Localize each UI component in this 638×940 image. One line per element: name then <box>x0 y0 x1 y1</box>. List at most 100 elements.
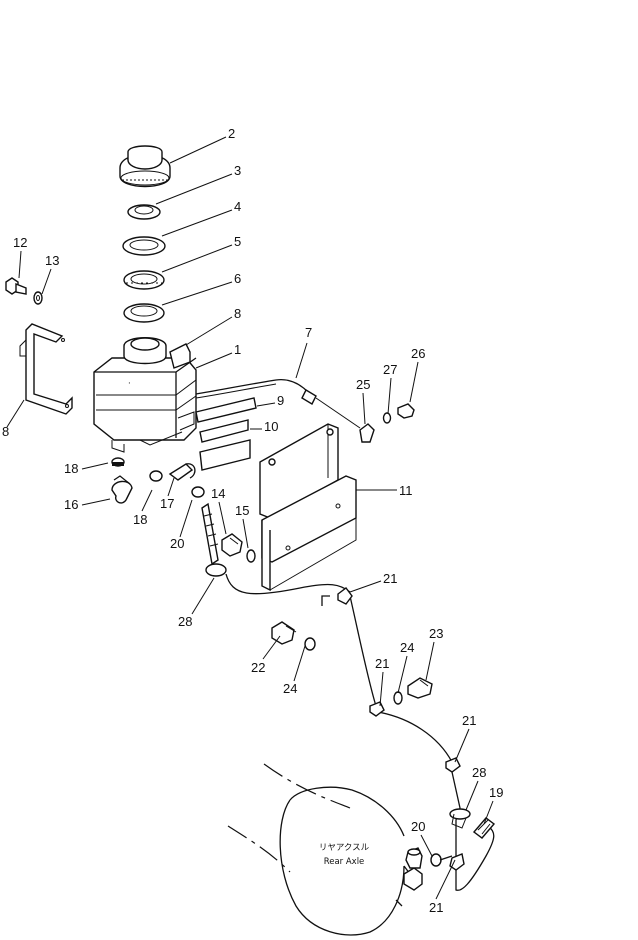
leader-line-c26 <box>409 361 419 403</box>
part-number-c13: 13 <box>45 253 59 268</box>
part-number-c25: 25 <box>356 377 370 392</box>
seal-ring-5 <box>123 270 165 290</box>
part-number-c19: 19 <box>489 785 503 800</box>
svg-text:·: · <box>128 379 131 389</box>
axle-label-jp: リヤアクスル <box>319 843 370 853</box>
leader-line-c24a <box>293 645 306 682</box>
part-number-c9: 9 <box>277 393 284 408</box>
part-number-c18b: 18 <box>133 512 147 527</box>
bolt-26 <box>397 403 415 419</box>
breather-hose <box>201 502 351 595</box>
leader-line-c3 <box>155 173 233 205</box>
leader-line-c28b <box>465 780 479 811</box>
mounting-plate-11 <box>259 423 357 592</box>
part-number-c26: 26 <box>411 346 425 361</box>
part-number-c21c: 21 <box>462 713 476 728</box>
part-number-c10: 10 <box>264 419 278 434</box>
part-number-c2: 2 <box>228 126 235 141</box>
leader-line-c18b <box>141 489 153 512</box>
strainer <box>127 204 161 220</box>
seal-ring-4 <box>122 236 166 256</box>
part-number-c16: 16 <box>64 497 78 512</box>
part-number-c3: 3 <box>234 163 241 178</box>
part-number-c20a: 20 <box>170 536 184 551</box>
leader-line-c7 <box>295 342 308 379</box>
leader-line-c17 <box>167 477 175 497</box>
clamp-18-upper <box>111 457 125 467</box>
bolt-22 <box>271 621 297 645</box>
clamp-18-lower <box>149 470 163 482</box>
leader-line-c28a <box>191 577 215 615</box>
leader-line-c19 <box>483 800 494 825</box>
leader-line-c6 <box>161 281 233 306</box>
part-number-c21b: 21 <box>375 656 389 671</box>
washer-15 <box>246 549 256 563</box>
part-number-c7: 7 <box>305 325 312 340</box>
part-number-c20b: 20 <box>411 819 425 834</box>
reservoir-tank: · <box>93 337 197 453</box>
callout-group: 2345681791011121381816181720141528212224… <box>2 126 503 915</box>
washer-24-a <box>304 637 316 651</box>
part-number-c28b: 28 <box>472 765 486 780</box>
part-number-c4: 4 <box>234 199 241 214</box>
part-number-c24b: 24 <box>400 640 414 655</box>
leader-line-c22 <box>262 635 281 660</box>
seal-ring-6 <box>123 303 165 323</box>
bracket-8 <box>19 323 73 415</box>
part-number-c12: 12 <box>13 235 27 250</box>
brake-line <box>321 595 495 891</box>
leader-line-c20b <box>420 834 433 857</box>
leader-line-c13 <box>41 268 52 295</box>
leader-line-c9 <box>256 402 276 407</box>
leader-line-c2 <box>169 136 227 164</box>
part-number-c28a: 28 <box>178 614 192 629</box>
part-number-c6: 6 <box>234 271 241 286</box>
leader-line-c5 <box>161 244 233 273</box>
axle-label-en: Rear Axle <box>324 857 365 867</box>
leader-line-c1 <box>195 352 233 369</box>
leader-line-c18a <box>81 462 109 470</box>
part-number-c1: 1 <box>234 342 241 357</box>
leader-line-c16 <box>81 498 111 506</box>
leader-line-c4 <box>161 209 233 237</box>
cable-7 <box>195 378 361 429</box>
part-number-c14: 14 <box>211 486 225 501</box>
clip-25 <box>359 423 375 443</box>
part-number-c17: 17 <box>160 496 174 511</box>
leader-line-c8b <box>6 399 25 428</box>
part-number-c5: 5 <box>234 234 241 249</box>
part-number-c8b: 8 <box>2 424 9 439</box>
clamp-20-lower <box>430 853 453 867</box>
hose-16 <box>111 475 133 504</box>
bleeder-valve <box>403 847 423 891</box>
part-number-c27: 27 <box>383 362 397 377</box>
part-number-c11: 11 <box>399 483 413 498</box>
leader-line-c15 <box>242 518 249 549</box>
leader-line-c12 <box>18 250 22 279</box>
part-number-c18a: 18 <box>64 461 78 476</box>
filler-cap <box>119 145 171 188</box>
spring-19 <box>472 817 496 839</box>
bolt-23 <box>407 677 433 699</box>
washer-13 <box>33 291 43 305</box>
part-number-c23: 23 <box>429 626 443 641</box>
leader-line-c27 <box>387 377 392 415</box>
part-number-c21d: 21 <box>429 900 443 915</box>
clip-21-b <box>369 701 385 717</box>
bolt-12 <box>5 277 27 295</box>
clamp-20-upper <box>191 486 205 498</box>
leader-line-c20a <box>179 499 193 538</box>
washer-24-b <box>393 691 403 705</box>
clip-21-d <box>449 853 465 871</box>
clip-21-a <box>337 587 353 605</box>
leader-line-c23 <box>425 641 435 681</box>
washer-27 <box>382 412 392 424</box>
breather-28-lower <box>449 808 471 829</box>
pad-9 <box>195 397 257 423</box>
leader-line-c24b <box>397 655 408 694</box>
leader-line-c21b <box>379 671 384 707</box>
part-number-c22: 22 <box>251 660 265 675</box>
leader-line-c21c <box>454 728 470 763</box>
